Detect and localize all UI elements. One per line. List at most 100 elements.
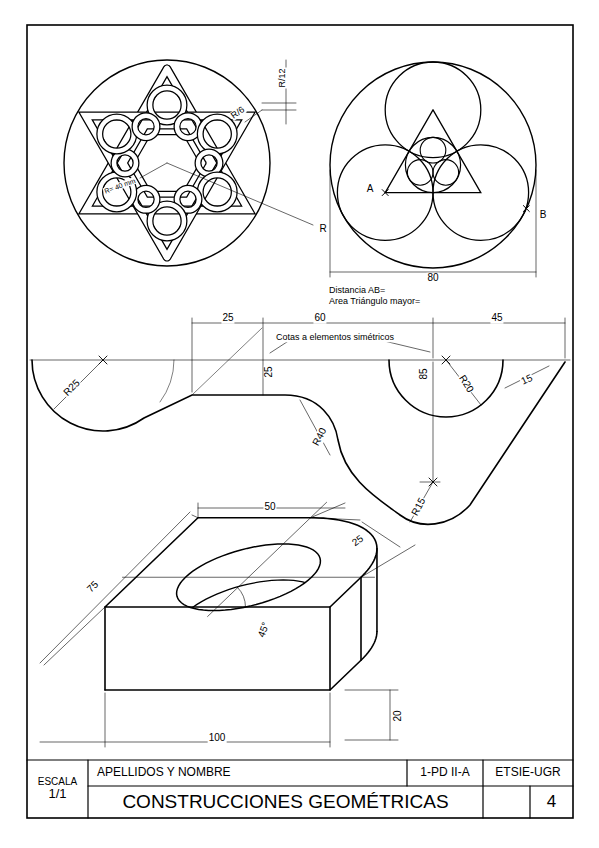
block-stroke xyxy=(177,580,321,647)
cell-text: APELLIDOS Y NOMBRE xyxy=(97,766,231,779)
cell-text: CONSTRUCCIONES GEOMÉTRICAS xyxy=(122,792,448,813)
r20-arc xyxy=(389,360,503,417)
figure-stroke xyxy=(330,170,536,277)
cell-text: ETSIE-UGR xyxy=(495,766,560,779)
title-block-cell: ETSIE-UGR xyxy=(484,761,572,785)
hexagon-band xyxy=(131,132,203,194)
construction-line xyxy=(192,328,262,395)
figure-stroke xyxy=(433,160,459,186)
figure-stroke xyxy=(385,110,481,193)
center-line xyxy=(30,360,570,361)
knot-loop-fill xyxy=(198,152,220,174)
block-stroke xyxy=(192,515,198,518)
block-stroke xyxy=(376,548,378,631)
star-band-fill xyxy=(86,116,249,257)
title-block-cell: CONSTRUCCIONES GEOMÉTRICAS xyxy=(89,787,482,817)
block-stroke xyxy=(40,742,330,743)
star-band xyxy=(86,69,249,210)
star-band-fill xyxy=(86,69,249,210)
dimension-label: 15 xyxy=(519,372,535,387)
dimension-label: 25 xyxy=(350,533,367,549)
dimension-label: A xyxy=(366,184,375,195)
oblique-block-figure xyxy=(40,502,415,747)
dimension-label: Area Triángulo mayor= xyxy=(328,297,421,306)
block-stroke xyxy=(360,577,362,660)
figure-stroke xyxy=(140,163,167,178)
dimension-label: 25 xyxy=(221,313,234,324)
knot-loop-fill xyxy=(135,116,157,138)
profile-dimensions xyxy=(54,318,565,522)
knot-loop xyxy=(177,116,199,138)
figure-stroke xyxy=(330,62,536,268)
cell-text: ESCALA xyxy=(38,776,77,787)
block-stroke xyxy=(311,518,361,520)
knot-loop xyxy=(135,188,157,210)
block-stroke xyxy=(198,503,199,518)
profile-outline xyxy=(32,360,565,524)
tangent-circles-figure xyxy=(330,62,536,277)
star-band xyxy=(86,116,249,257)
dimension-label: 100 xyxy=(208,733,227,744)
block-stroke xyxy=(361,545,415,577)
cell-text: 1/1 xyxy=(48,787,66,801)
dimension-label: 85 xyxy=(419,367,430,380)
dimension-label: Distancia AB= xyxy=(328,286,386,295)
block-stroke xyxy=(105,693,106,747)
dimension-label: 75 xyxy=(85,579,102,596)
title-block-lines xyxy=(27,760,573,818)
dimension-label: R20 xyxy=(456,373,476,396)
knot-dimensions xyxy=(140,60,313,225)
center-marks xyxy=(99,356,450,486)
dimension-label: B xyxy=(539,210,548,221)
hexagon-band-fill xyxy=(131,132,203,194)
block-stroke xyxy=(44,607,105,665)
dimension-label: 45 xyxy=(490,313,503,324)
knot-loop-fill xyxy=(177,116,199,138)
block-stroke xyxy=(237,587,245,607)
knot-loop xyxy=(200,175,234,209)
figure-stroke xyxy=(382,190,388,196)
figure-stroke xyxy=(262,110,296,111)
block-stroke xyxy=(390,690,391,740)
block-stroke xyxy=(105,518,377,607)
dimension-label: 80 xyxy=(426,273,439,284)
knot-loop xyxy=(198,152,220,174)
figure-stroke xyxy=(262,103,296,104)
title-block-cell: 4 xyxy=(531,787,572,817)
block-stroke xyxy=(362,522,400,547)
dimension-label: R40 xyxy=(311,426,330,449)
knot-loop xyxy=(200,117,234,151)
figure-stroke xyxy=(536,170,537,277)
dimension-label: 50 xyxy=(263,502,276,513)
title-block-cell: ESCALA1/1 xyxy=(28,761,87,817)
block-stroke xyxy=(329,607,331,690)
knot-loop xyxy=(114,152,136,174)
block-stroke xyxy=(311,503,346,518)
dimension-label: R xyxy=(318,224,327,235)
sheet-frame xyxy=(27,25,573,818)
outer-circle xyxy=(64,60,270,266)
dimension-label: R/12 xyxy=(278,67,287,88)
knot-figure xyxy=(64,60,313,266)
title-block-cell: 1-PD II-A xyxy=(408,761,482,785)
knot-loop-fill xyxy=(135,188,157,210)
cell-text: 1-PD II-A xyxy=(420,766,469,779)
dimension-label: 60 xyxy=(313,313,326,324)
dimension-label: R25 xyxy=(61,377,83,399)
figure-stroke xyxy=(330,170,331,277)
dimension-label: 20 xyxy=(393,709,404,722)
block-stroke xyxy=(104,607,106,690)
block-stroke xyxy=(105,631,377,690)
dimension-label: Cotas a elementos simétricos xyxy=(275,333,395,342)
cell-text: 4 xyxy=(547,793,556,812)
knot-loop-fill xyxy=(114,152,136,174)
block-stroke xyxy=(208,502,327,616)
dimension-label: 45° xyxy=(256,620,272,640)
figure-stroke xyxy=(523,206,529,212)
profile-figure xyxy=(30,318,570,524)
knot-loop xyxy=(135,116,157,138)
knot-loop-fill xyxy=(200,175,234,209)
